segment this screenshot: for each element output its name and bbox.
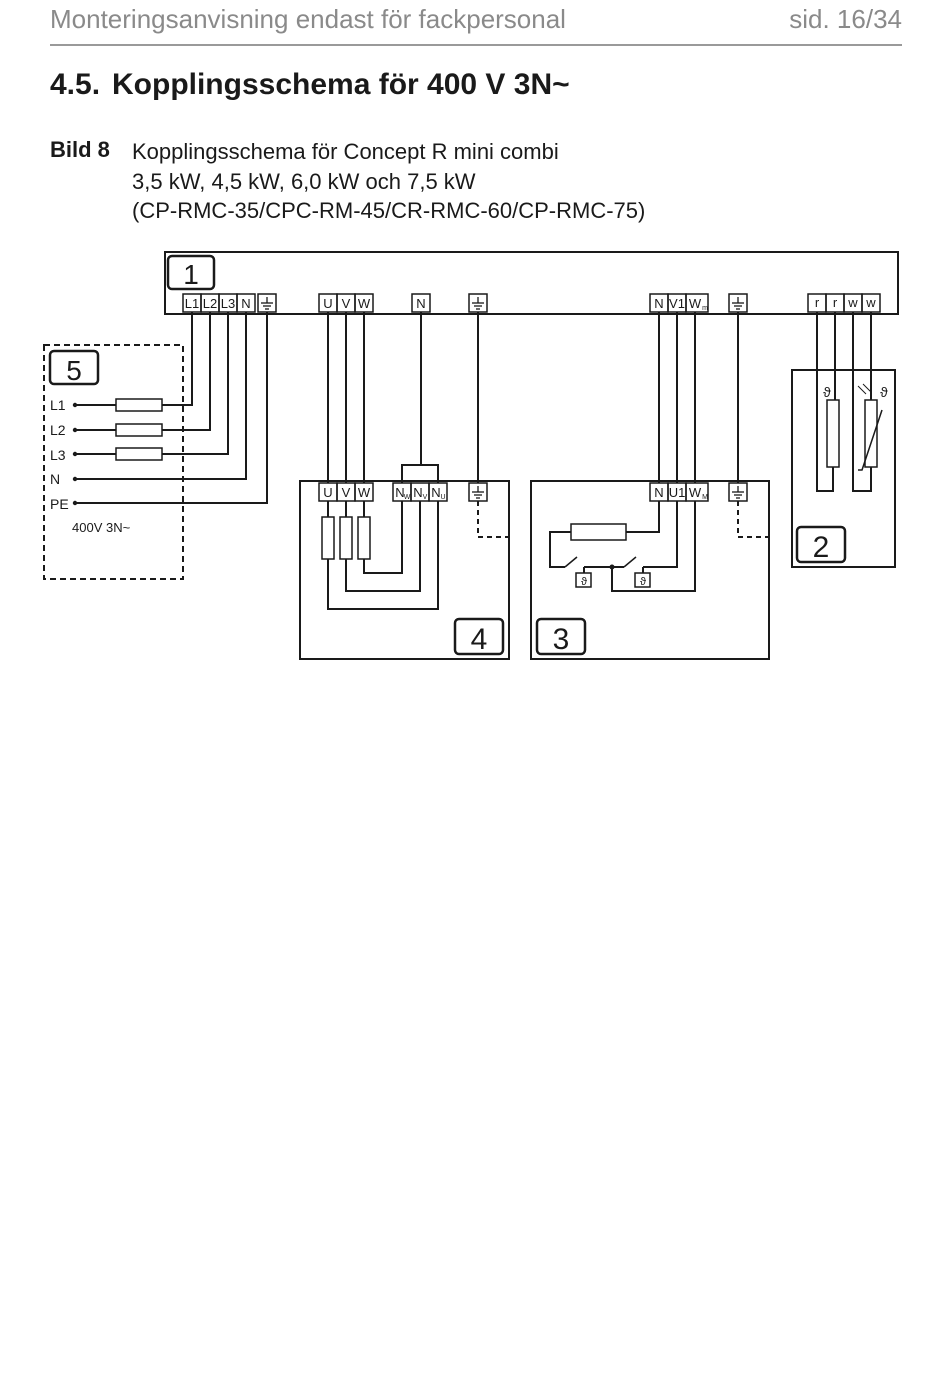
sensor-symbol: ϑ (880, 384, 888, 400)
terminal-label: U (323, 485, 332, 500)
supply-label-l3: L3 (50, 447, 66, 463)
box-number-5: 5 (66, 355, 82, 386)
terminal-label: V1 (669, 296, 685, 311)
terminal-sub-label: W (404, 494, 411, 501)
fuse-icon (115, 398, 163, 461)
caption-line: Kopplingsschema för Concept R mini combi (132, 139, 559, 164)
temperature-sensor-icon (826, 399, 883, 471)
terminal-sub-label: U (440, 494, 445, 501)
heater-box (299, 480, 510, 660)
ground-icon (261, 297, 273, 310)
page-header: Monteringsanvisning endast för fackperso… (50, 0, 902, 46)
sensor-wires (816, 312, 872, 492)
terminal-sub-label: m (702, 305, 708, 312)
pump-box (530, 480, 770, 660)
figure-caption: Kopplingsschema för Concept R mini combi… (132, 137, 645, 226)
pump-internal-wires (549, 501, 696, 592)
sensor-box (791, 369, 896, 568)
box-number-1: 1 (183, 259, 199, 290)
control-unit-box (164, 251, 899, 315)
supply-rating: 400V 3N~ (72, 520, 131, 535)
ground-icon (472, 297, 484, 310)
caption-line: 3,5 kW, 4,5 kW, 6,0 kW och 7,5 kW (132, 168, 476, 194)
section-number: 4.5. (50, 68, 101, 101)
section-title: Kopplingsschema för 400 V 3N~ (112, 68, 570, 101)
box-number-frame (453, 617, 505, 656)
terminal-label: W (689, 296, 702, 311)
terminal-label: w (865, 295, 876, 310)
sensor-symbol: ϑ (640, 576, 646, 588)
box-number-frame (535, 617, 587, 656)
supply-wires (75, 312, 268, 504)
figure-label: Bild 8 (50, 137, 110, 162)
box-number-4: 4 (471, 623, 488, 656)
terminal-label: N (431, 485, 440, 500)
terminal-label: L3 (221, 296, 235, 311)
ground-icon (472, 486, 484, 499)
supply-label-l1: L1 (50, 397, 66, 413)
supply-label-l2: L2 (50, 422, 66, 438)
terminal-label: W (689, 485, 702, 500)
limit-switch-icon (575, 572, 651, 588)
caption-line: (CP-RMC-35/CPC-RM-45/CR-RMC-60/CP-RMC-75… (132, 198, 646, 223)
terminal-label: N (395, 485, 404, 500)
valve-coil-icon (570, 523, 627, 541)
terminal-label: V (342, 296, 351, 311)
terminal-label: N (654, 485, 663, 500)
heater-feed-wires (327, 312, 479, 483)
light-arrow-icon (857, 383, 872, 395)
terminal-label: N (416, 296, 425, 311)
box-number-frame (48, 349, 100, 386)
terminal-label: L1 (185, 296, 199, 311)
terminal-label: L2 (203, 296, 217, 311)
box-number-2: 2 (813, 531, 830, 564)
supply-box (43, 344, 184, 580)
terminal-label: W (358, 296, 371, 311)
supply-label-pe: PE (50, 496, 69, 512)
pump-feed-wires (658, 312, 769, 538)
ground-icon (732, 486, 744, 499)
terminal-sub-label: M (702, 494, 708, 501)
terminal-label: r (815, 295, 820, 310)
terminal-label: N (654, 296, 663, 311)
heater-internal-wires (327, 501, 509, 610)
box-number-3: 3 (553, 623, 570, 656)
ground-icon (732, 297, 744, 310)
page-number: sid. 16/34 (789, 4, 902, 34)
document-title: Monteringsanvisning endast för fackperso… (50, 4, 566, 34)
terminal-label: U1 (669, 485, 686, 500)
sensor-symbol: ϑ (581, 576, 587, 588)
sensor-symbol: ϑ (823, 384, 831, 400)
section-heading: 4.5. Kopplingsschema för 400 V 3N~ (50, 68, 570, 102)
terminal-label: N (413, 485, 422, 500)
terminal-label: r (833, 295, 838, 310)
terminal-label: U (323, 296, 332, 311)
supply-label-n: N (50, 471, 60, 487)
terminal-sub-label: V (423, 494, 428, 501)
terminal-label: w (847, 295, 858, 310)
box-number-frame (166, 254, 216, 291)
heating-element-icon (321, 516, 371, 560)
terminal-label: N (241, 296, 250, 311)
terminal-label: V (342, 485, 351, 500)
terminal-label: W (358, 485, 371, 500)
box-number-frame (795, 525, 847, 564)
wiring-diagram: 1 L1 L2 L3 N U V W N (43, 251, 899, 660)
